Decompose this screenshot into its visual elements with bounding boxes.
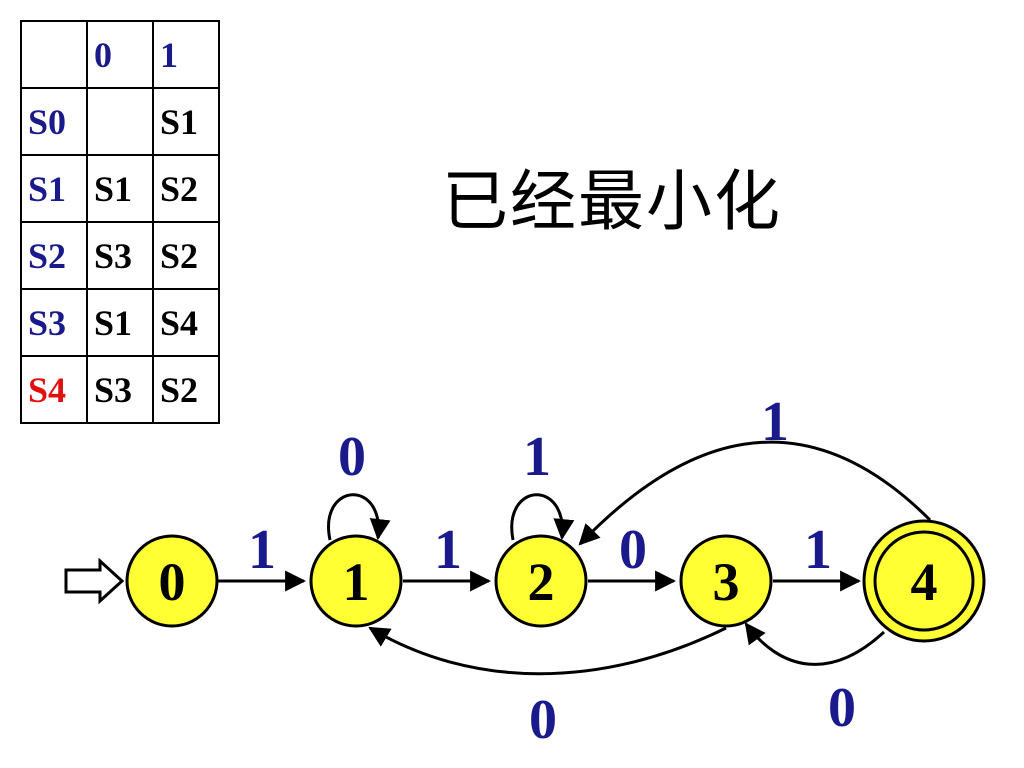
state-circle xyxy=(309,534,403,628)
edge-3-to-1 xyxy=(368,626,727,676)
header-input-0: 0 xyxy=(86,20,154,89)
edge-label-3-to-4: 1 xyxy=(804,519,832,581)
table-row: S1 S1 S2 xyxy=(20,154,220,223)
transition-cell-1: S4 xyxy=(152,288,220,357)
edge-label-0-to-1: 1 xyxy=(248,519,276,581)
row-state-cell-final: S4 xyxy=(20,355,88,424)
edge-label-2-self: 1 xyxy=(523,426,551,488)
state-node-1: 1 xyxy=(309,534,403,628)
edge-label-2-to-3: 0 xyxy=(619,519,647,581)
transition-cell-0: S3 xyxy=(86,221,154,290)
state-label: 1 xyxy=(343,552,370,612)
row-state-cell: S1 xyxy=(20,154,88,223)
state-label: 2 xyxy=(528,552,555,612)
state-label: 0 xyxy=(159,552,186,612)
edge-label-1-self: 0 xyxy=(338,426,366,488)
state-circle xyxy=(494,534,588,628)
transition-cell-0: S1 xyxy=(86,288,154,357)
edge-4-to-3 xyxy=(744,622,886,666)
table-row: S0 S1 xyxy=(20,87,220,156)
state-label: 4 xyxy=(911,552,938,612)
state-label: 3 xyxy=(713,552,740,612)
edge-label-1-to-2: 1 xyxy=(434,519,462,581)
transition-cell-0 xyxy=(86,87,154,156)
edge-4-to-2 xyxy=(578,440,932,546)
header-input-1: 1 xyxy=(152,20,220,89)
table-row: S2 S3 S2 xyxy=(20,221,220,290)
start-arrow-icon xyxy=(64,557,125,605)
table-header-row: 0 1 xyxy=(20,20,220,89)
state-circle-inner xyxy=(873,530,975,632)
edge-1-self-loop xyxy=(327,493,391,541)
row-state-cell: S2 xyxy=(20,221,88,290)
transition-cell-1: S2 xyxy=(152,221,220,290)
state-node-0: 0 xyxy=(125,534,219,628)
state-circle xyxy=(125,534,219,628)
transition-table: 0 1 S0 S1 S1 S1 S2 S2 S3 S2 S3 S1 S4 S4 … xyxy=(20,20,220,424)
state-circle xyxy=(679,534,773,628)
transition-cell-1: S1 xyxy=(152,87,220,156)
transition-cell-0: S1 xyxy=(86,154,154,223)
transition-cell-0: S3 xyxy=(86,355,154,424)
table-row: S3 S1 S4 xyxy=(20,288,220,357)
header-corner-cell xyxy=(20,20,88,89)
edge-label-4-to-3: 0 xyxy=(828,677,856,739)
row-state-cell: S3 xyxy=(20,288,88,357)
table-row: S4 S3 S2 xyxy=(20,355,220,424)
transition-cell-1: S2 xyxy=(152,355,220,424)
state-node-2: 2 xyxy=(494,534,588,628)
state-node-3: 3 xyxy=(679,534,773,628)
state-node-4-accepting: 4 xyxy=(862,519,986,643)
transition-cell-1: S2 xyxy=(152,154,220,223)
edge-label-4-to-2: 1 xyxy=(761,391,789,453)
row-state-cell: S0 xyxy=(20,87,88,156)
edge-label-3-to-1: 0 xyxy=(529,689,557,751)
edge-2-self-loop xyxy=(510,493,575,541)
page-title: 已经最小化 xyxy=(442,163,782,240)
